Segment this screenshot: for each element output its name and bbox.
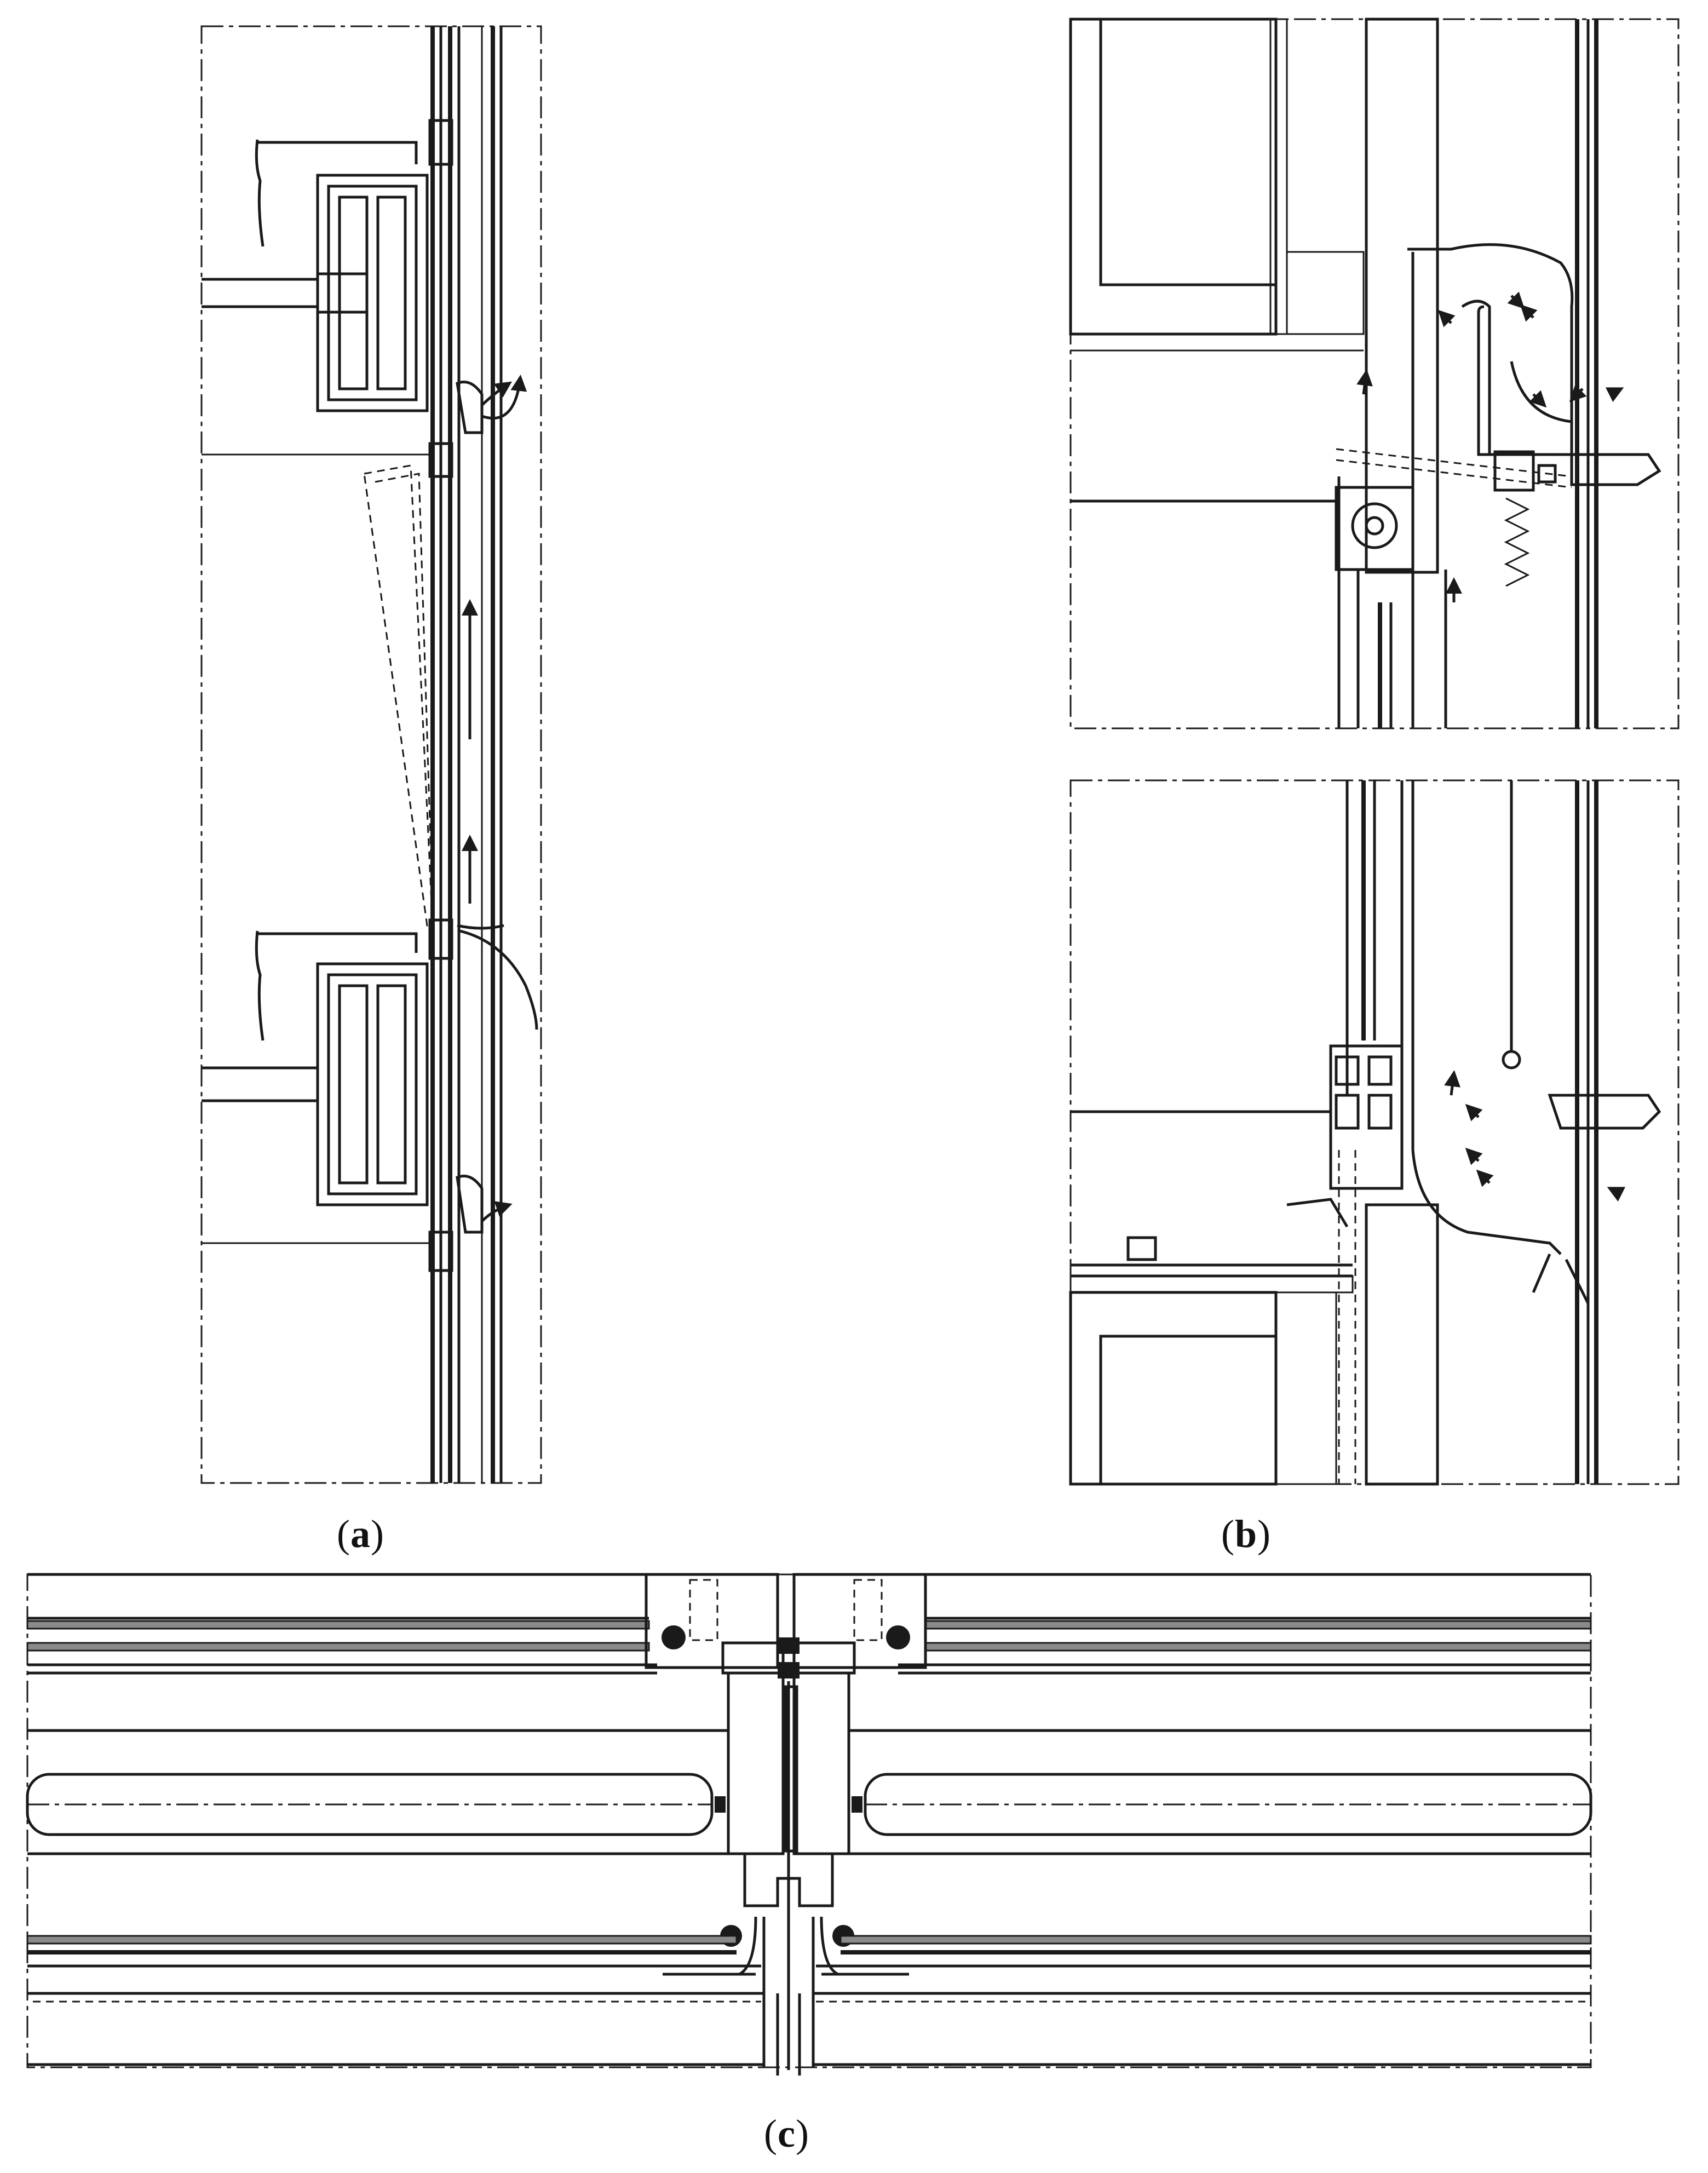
panel-c-plan-section: [26, 1573, 1592, 2076]
caption-b: (b): [1221, 1511, 1271, 1557]
caption-a-close: ): [370, 1512, 384, 1556]
caption-c-letter: c: [777, 2112, 796, 2155]
caption-b-close: ): [1257, 1512, 1272, 1556]
caption-c-close: ): [795, 2112, 809, 2155]
panel-b-upper-section: [1069, 18, 1680, 729]
caption-b-open: (: [1221, 1512, 1235, 1556]
caption-a-letter: a: [350, 1512, 371, 1556]
caption-b-letter: b: [1234, 1512, 1258, 1556]
caption-a-open: (: [337, 1512, 350, 1556]
panel-b-lower-section: [1069, 779, 1680, 1486]
caption-c-open: (: [764, 2112, 778, 2155]
panel-a-section: [200, 25, 542, 1484]
caption-c: (c): [764, 2111, 809, 2157]
caption-a: (a): [337, 1511, 384, 1557]
